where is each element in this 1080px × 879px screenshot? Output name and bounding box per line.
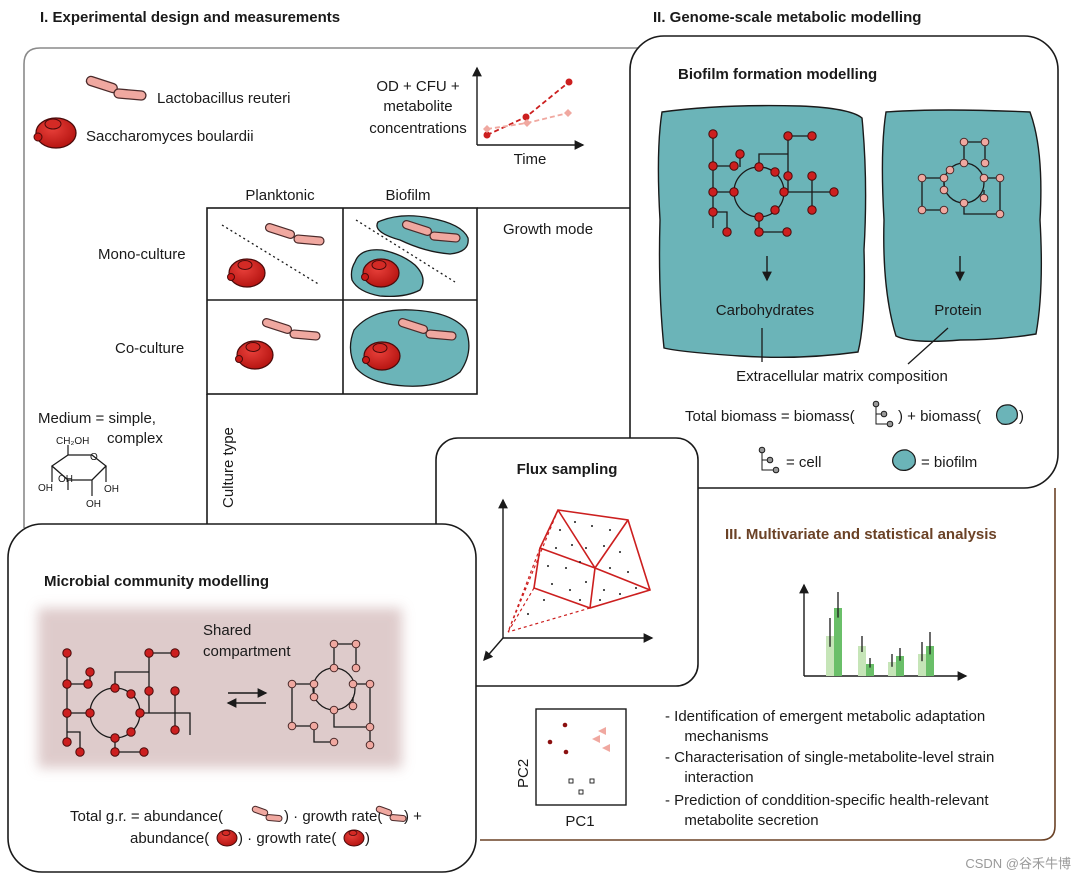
bullet-1a: - Identification of emergent metabolic a… (665, 708, 985, 725)
bar-dark-2 (896, 656, 904, 676)
bar-dark-3 (926, 646, 934, 676)
cell-biofilm-co (349, 309, 470, 387)
cell-icon-small (872, 400, 894, 428)
bar-light-2 (888, 662, 896, 676)
gr-yeast-icon-1 (216, 829, 238, 847)
cell-legend-label: = cell (786, 454, 821, 471)
bullet-3a: - Prediction of conddition-specific heal… (665, 792, 989, 809)
biomass-eq-a: Total biomass = biomass( (685, 408, 855, 425)
gr-eq-e: ) · growth rate( (238, 830, 336, 847)
biomass-eq-c: ) (1019, 408, 1024, 425)
glucose-structure: O (50, 445, 107, 496)
pc2-label: PC2 (515, 759, 532, 788)
flux-sampling-title: Flux sampling (517, 461, 618, 478)
protein-blob (881, 109, 1043, 343)
row-co: Co-culture (115, 340, 184, 357)
biofilm-icon-small (995, 404, 1018, 425)
gr-eq-d: abundance( (130, 830, 209, 847)
section3-title: III. Multivariate and statistical analys… (725, 526, 997, 543)
section1-title: I. Experimental design and measurements (40, 9, 340, 26)
measurement-axes (472, 66, 585, 150)
cell-legend-icon (758, 446, 780, 474)
pca-points (547, 722, 610, 795)
pca-plot-frame (535, 708, 627, 806)
gr-eq-b: ) · growth rate( (284, 808, 382, 825)
sugar-ch2oh: CH₂OH (56, 436, 89, 447)
bar-chart (826, 592, 934, 676)
protein-label: Protein (934, 302, 982, 319)
time-label: Time (514, 151, 547, 168)
biofilm-modelling-title: Biofilm formation modelling (678, 66, 877, 83)
lactobacillus-icon (85, 75, 147, 101)
measurement-series-red (483, 78, 573, 139)
measure-line1: OD + CFU + (376, 78, 460, 95)
section2-title: II. Genome-scale metabolic modelling (653, 9, 921, 26)
bar-light-3 (918, 654, 926, 676)
bar-dark-1 (866, 664, 874, 676)
sugar-oh-4: OH (104, 484, 119, 495)
matrix-label: Extracellular matrix composition (736, 368, 948, 385)
bar-light-0 (826, 636, 834, 676)
svg-text:O: O (90, 452, 98, 463)
sugar-oh-1: OH (38, 483, 53, 494)
measurement-series-pink (483, 109, 572, 133)
gr-eq-f: ) (365, 830, 370, 847)
flux-polytope (507, 509, 652, 633)
exchange-arrows (226, 688, 268, 708)
bullet-2a: - Characterisation of single-metabolite-… (665, 749, 994, 766)
bullet-2b: interaction (676, 769, 754, 786)
cell-biofilm-mono (350, 215, 469, 298)
gr-lacto-icon-1 (251, 805, 283, 822)
carbohydrates-label: Carbohydrates (716, 302, 814, 319)
saccharomyces-icon (33, 117, 77, 149)
measure-line2: metabolite (383, 98, 452, 115)
biofilm-legend-icon (892, 449, 916, 471)
bar-dark-0 (834, 608, 842, 676)
culture-type-label: Culture type (220, 427, 237, 508)
cell-planktonic-co (235, 318, 321, 370)
sugar-oh-2: OH (58, 474, 73, 485)
sugar-oh-3: OH (86, 499, 101, 510)
bullet-3b: metabolite secretion (676, 812, 819, 829)
shared-compartment-area (38, 608, 402, 768)
medium-line2: complex (107, 430, 163, 447)
protein-nodes (917, 137, 1005, 219)
gr-eq-a: Total g.r. = abundance( (70, 808, 223, 825)
shared-line2: compartment (203, 643, 291, 660)
gr-yeast-icon-2 (343, 829, 365, 847)
bar-light-1 (858, 646, 866, 676)
matrix-line-right (907, 327, 949, 365)
row-mono: Mono-culture (98, 246, 186, 263)
biofilm-legend-label: = biofilm (921, 454, 977, 471)
section3-frame (480, 488, 1056, 841)
flux-sample-points (527, 521, 637, 615)
cell-planktonic-mono (221, 223, 325, 288)
community-modelling-title: Microbial community modelling (44, 573, 269, 590)
growth-mode-label: Growth mode (503, 221, 593, 238)
flux-axes (483, 498, 654, 662)
measure-line3: concentrations (369, 120, 467, 137)
gr-lacto-icon-2 (375, 805, 407, 822)
community-pink-nodes (287, 639, 375, 750)
col-biofilm: Biofilm (385, 187, 430, 204)
biomass-eq-b: ) + biomass( (898, 408, 981, 425)
shared-line1: Shared (203, 622, 251, 639)
community-red-nodes (62, 648, 180, 757)
col-planktonic: Planktonic (245, 187, 315, 204)
bullet-1b: mechanisms (676, 728, 769, 745)
organism2-label: Saccharomyces boulardii (86, 128, 254, 145)
watermark: CSDN @谷禾牛博 (965, 856, 1071, 871)
carbohydrate-nodes (708, 129, 839, 237)
organism1-label: Lactobacillus reuteri (157, 90, 290, 107)
gr-eq-c: ) + (404, 808, 422, 825)
medium-line1: Medium = simple, (38, 410, 156, 427)
pc1-label: PC1 (565, 813, 594, 830)
culture-grid (206, 207, 478, 395)
